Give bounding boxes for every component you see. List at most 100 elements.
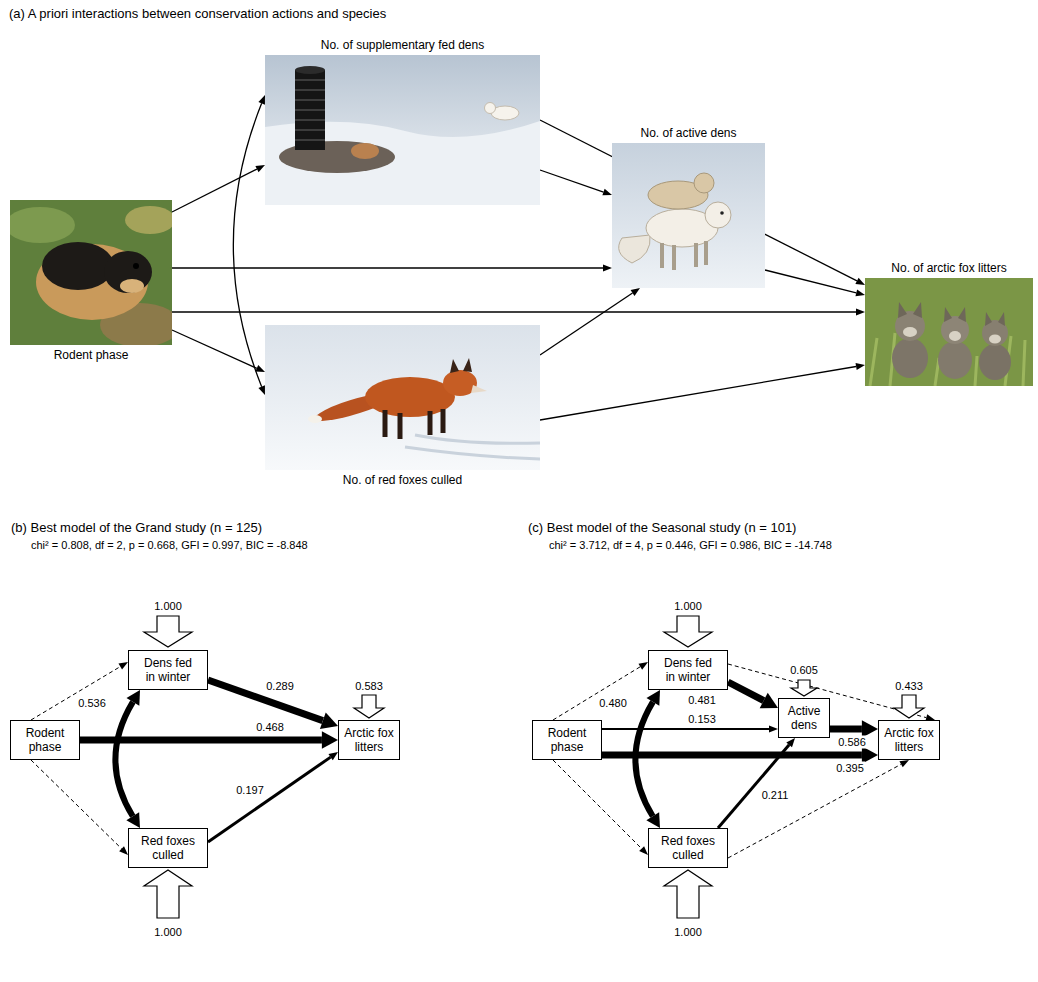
dashed-path <box>553 760 642 849</box>
path-arrow <box>172 267 603 268</box>
panel-title: (a) A priori interactions between conser… <box>8 6 387 22</box>
snow <box>265 55 540 205</box>
lemming-cheek <box>120 279 144 293</box>
photo-node: No. of arctic fox litters <box>865 278 1033 386</box>
hollow-arrow <box>144 616 924 918</box>
path-arrow <box>233 103 261 386</box>
path-coefficient: 0.289 <box>265 680 295 693</box>
photo-node: No. of red foxes culled <box>265 325 540 470</box>
fox-snout <box>471 385 487 393</box>
fox-head <box>694 173 714 193</box>
path-coefficient: 0.395 <box>835 762 865 775</box>
residual-value: 1.000 <box>153 599 183 613</box>
box-label: Arctic fox litters <box>342 726 396 754</box>
animal <box>351 143 379 159</box>
fox-ears <box>450 358 472 373</box>
panel-title: (c) Best model of the Seasonal study (n … <box>527 520 797 536</box>
box-label: Arctic fox litters <box>882 726 936 754</box>
path-arrow <box>602 752 862 759</box>
path-coefficient: 0.481 <box>687 694 717 707</box>
tail-tip <box>308 415 322 423</box>
path-arrow <box>208 757 331 842</box>
fox-head <box>485 103 496 114</box>
photo-caption: No. of arctic fox litters <box>891 261 1006 275</box>
snow <box>612 143 765 288</box>
panel-title: (b) Best model of the Grand study (n = 1… <box>10 520 263 536</box>
path-arrow <box>80 737 322 744</box>
path-arrow <box>540 293 633 355</box>
photo-node: Rodent phase <box>10 200 172 345</box>
lemming-head <box>104 251 152 293</box>
variable-box: Active dens <box>778 698 830 738</box>
variable-box: Dens fed in winter <box>648 650 728 690</box>
dashed-path <box>31 760 122 849</box>
residual-value: 1.000 <box>673 925 703 939</box>
box-label: Rodent phase <box>15 726 75 754</box>
box-label: Dens fed in winter <box>658 656 718 684</box>
variable-box: Red foxes culled <box>128 828 208 868</box>
photo-node: No. of active dens <box>612 143 765 288</box>
box-label: Red foxes culled <box>138 834 198 862</box>
dashed-path <box>553 667 640 720</box>
fox-head <box>705 202 731 228</box>
feeder-ribs <box>295 80 325 140</box>
box-label: Dens fed in winter <box>138 656 198 684</box>
grass <box>865 278 1033 386</box>
path-coefficient: 0.480 <box>598 697 628 710</box>
path-arrow <box>540 367 856 420</box>
variable-box: Arctic fox litters <box>878 720 940 760</box>
litter-photo <box>865 278 1033 386</box>
feeder-photo <box>265 55 540 205</box>
path-arrow <box>172 311 856 312</box>
eye <box>133 263 139 269</box>
eye <box>720 211 724 215</box>
residual-value: 0.605 <box>789 663 819 677</box>
path-arrow <box>115 702 132 816</box>
active-den-photo <box>612 143 765 288</box>
fox-legs <box>662 241 706 270</box>
fit-statistics: chi² = 3.712, df = 4, p = 0.446, GFI = 0… <box>548 538 833 552</box>
path-arrow <box>208 680 323 721</box>
feeder <box>295 70 325 150</box>
fox-kits <box>892 302 1011 380</box>
fox-tail <box>619 235 651 263</box>
photo-caption: No. of supplementary fed dens <box>321 38 484 52</box>
path-arrow <box>602 728 769 730</box>
fit-statistics: chi² = 0.808, df = 2, p = 0.668, GFI = 0… <box>30 538 309 552</box>
tracks <box>405 435 540 459</box>
path-coefficient: 0.197 <box>235 784 265 797</box>
box-label: Red foxes culled <box>658 834 718 862</box>
lemming-back <box>42 242 114 290</box>
path-arrow <box>718 745 789 828</box>
box-label: Rodent phase <box>537 726 597 754</box>
dashed-path <box>728 764 901 858</box>
variable-box: Rodent phase <box>532 720 602 760</box>
residual-value: 1.000 <box>153 925 183 939</box>
snow <box>265 325 540 470</box>
residual-value: 0.433 <box>894 679 924 693</box>
dashed-path <box>31 667 120 720</box>
lemming-photo <box>10 200 172 345</box>
path-coefficient: 0.153 <box>687 713 717 726</box>
path-arrow <box>635 702 652 816</box>
photo-node: No. of supplementary fed dens <box>265 55 540 205</box>
variable-box: Arctic fox litters <box>338 720 400 760</box>
path-arrow <box>172 330 257 368</box>
red-fox-photo <box>265 325 540 470</box>
path-arrow <box>830 726 862 733</box>
variable-box: Dens fed in winter <box>128 650 208 690</box>
path-arrow <box>765 270 856 293</box>
fox-legs <box>385 409 443 439</box>
path-arrow <box>728 682 764 701</box>
residual-value: 0.583 <box>354 679 384 693</box>
path-arrow <box>540 170 603 192</box>
path-coefficient: 0.211 <box>761 789 790 802</box>
photo-caption: No. of red foxes culled <box>343 473 462 487</box>
path-arrow <box>172 169 257 212</box>
photo-caption: No. of active dens <box>640 126 736 140</box>
vegetation <box>10 207 75 243</box>
path-coefficient: 0.468 <box>255 721 285 734</box>
feeder-top <box>295 66 325 74</box>
variable-box: Red foxes culled <box>648 828 728 868</box>
box-label: Active dens <box>782 704 826 732</box>
